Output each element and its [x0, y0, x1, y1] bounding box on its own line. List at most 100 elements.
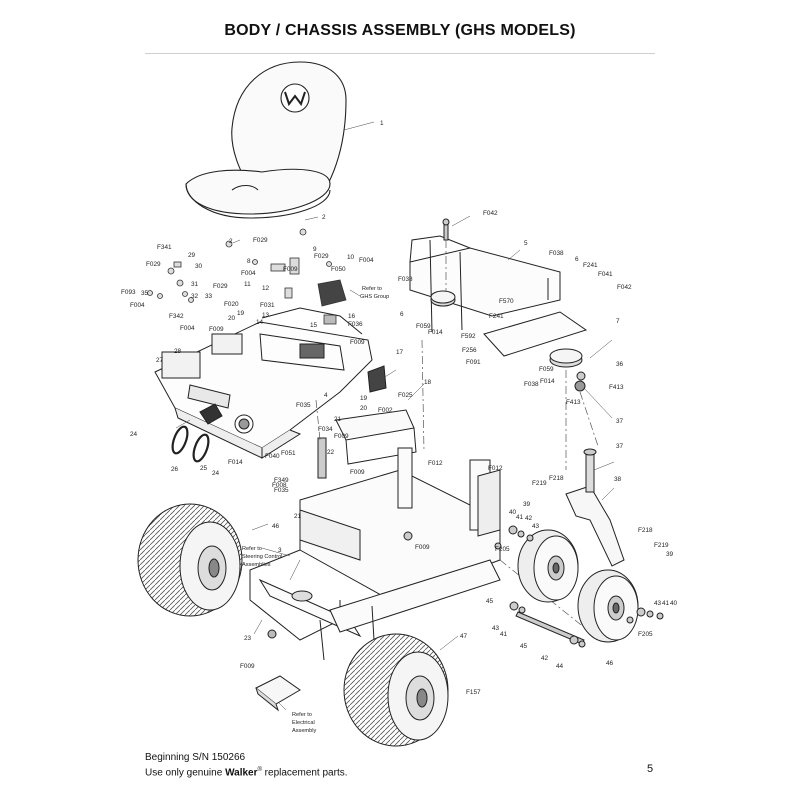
- callout-label: 19: [360, 395, 368, 402]
- drive-belts: [171, 425, 210, 463]
- callout-labels: 1 2 2 8 9 10 11 12 13 14 15 16 17 18 19 …: [121, 120, 678, 696]
- callout-label: 8: [247, 258, 251, 265]
- callout-label: F036: [348, 321, 363, 328]
- callout-label: 15: [310, 322, 318, 329]
- seat-drawing: [185, 61, 347, 219]
- callout-label: 21: [294, 513, 302, 520]
- callout-label: 40: [670, 600, 678, 607]
- rear-tire-left: [137, 503, 243, 617]
- callout-label: F059: [416, 323, 431, 330]
- callout-label: F004: [130, 302, 145, 309]
- genuine-parts-note: Use only genuine Walker® replacement par…: [145, 764, 348, 779]
- callout-label: 30: [195, 263, 203, 270]
- caster-fork: [565, 448, 625, 567]
- callout-label: F413: [609, 384, 624, 391]
- callout-label: F042: [483, 210, 498, 217]
- genuine-suffix: replacement parts.: [261, 767, 348, 779]
- callout-label: F009: [240, 663, 255, 670]
- note-steering-line3: Assemblies: [242, 562, 271, 568]
- callout-label: F035: [274, 487, 289, 494]
- callout-label: F592: [461, 333, 476, 340]
- callout-label: 6: [400, 311, 404, 318]
- callout-label: 41: [500, 631, 508, 638]
- note-steering-line1: Refer to: [242, 546, 262, 552]
- callout-label: F009: [415, 544, 430, 551]
- callout-label: F004: [241, 270, 256, 277]
- callout-label: 46: [272, 523, 280, 530]
- callout-label: 41: [662, 600, 670, 607]
- callout-label: F014: [428, 329, 443, 336]
- callout-label: 43: [492, 625, 500, 632]
- callout-label: 28: [174, 348, 182, 355]
- callout-label: 42: [541, 655, 549, 662]
- callout-label: F050: [331, 266, 346, 273]
- callout-label: 2: [229, 238, 233, 245]
- hardware-cluster-left: [147, 228, 347, 325]
- callout-label: F009: [209, 326, 224, 333]
- callout-label: F218: [549, 475, 564, 482]
- callout-label: F029: [213, 283, 228, 290]
- callout-label: F029: [314, 253, 329, 260]
- rear-panel: [317, 365, 417, 479]
- callout-label: 21: [334, 416, 342, 423]
- callout-label: F256: [462, 347, 477, 354]
- callout-label: 14: [256, 319, 264, 326]
- callout-label: F218: [638, 527, 653, 534]
- callout-label: 19: [237, 310, 245, 317]
- callout-label: F009: [283, 266, 298, 273]
- front-caster-wheel-upper: [517, 529, 579, 603]
- callout-label: F035: [296, 402, 311, 409]
- front-caster-wheel-lower: [577, 569, 639, 643]
- callout-label: F040: [265, 453, 280, 460]
- serial-number-note: Beginning S/N 150266: [145, 752, 246, 763]
- note-hydraulics-line1: Refer to: [362, 286, 382, 292]
- callout-label: F038: [524, 381, 539, 388]
- note-hydraulics-line2: GHS Group: [360, 294, 389, 300]
- callout-label: 29: [188, 252, 196, 259]
- callout-label: F002: [378, 407, 393, 414]
- callout-label: F205: [638, 631, 653, 638]
- genuine-prefix: Use only genuine: [145, 767, 226, 779]
- callout-label: F029: [253, 237, 268, 244]
- walker-logo-badge: [280, 83, 310, 113]
- caster-axle: [494, 525, 664, 648]
- callout-label: F020: [224, 301, 239, 308]
- callout-label: 46: [606, 660, 614, 667]
- callout-label: 39: [666, 551, 674, 558]
- page-title: BODY / CHASSIS ASSEMBLY (GHS MODELS): [224, 22, 576, 39]
- callout-label: 35: [141, 290, 149, 297]
- electrical-box: [255, 675, 301, 712]
- callout-label: 16: [348, 313, 356, 320]
- callout-label: F009: [334, 433, 349, 440]
- page-number: 5: [647, 763, 654, 775]
- callout-label: F012: [488, 465, 503, 472]
- callout-label: F014: [228, 459, 243, 466]
- callout-label: F014: [540, 378, 555, 385]
- callout-label: 2: [322, 214, 326, 221]
- note-electrical-line2: Electrical: [292, 720, 315, 726]
- callout-label: 12: [262, 285, 270, 292]
- callout-label: 18: [424, 379, 432, 386]
- callout-label: 40: [509, 509, 517, 516]
- callout-label: F342: [169, 313, 184, 320]
- callout-label: 44: [556, 663, 564, 670]
- callout-label: F042: [617, 284, 632, 291]
- callout-label: 6: [575, 256, 579, 263]
- rear-tire-right: [343, 633, 449, 747]
- callout-label: F009: [350, 469, 365, 476]
- callout-label: 3: [278, 547, 282, 554]
- callout-label: 45: [486, 598, 494, 605]
- callout-label: 1: [380, 120, 384, 127]
- callout-label: F029: [146, 261, 161, 268]
- callout-label: F004: [359, 257, 374, 264]
- title-divider: [145, 53, 655, 54]
- callout-label: 41: [516, 514, 524, 521]
- callout-label: F008: [272, 482, 287, 489]
- callout-label: F413: [566, 399, 581, 406]
- callout-label: F038: [398, 276, 413, 283]
- callout-label: 33: [205, 293, 213, 300]
- callout-label: 9: [313, 246, 317, 253]
- callout-label: F025: [398, 392, 413, 399]
- callout-label: 23: [244, 635, 252, 642]
